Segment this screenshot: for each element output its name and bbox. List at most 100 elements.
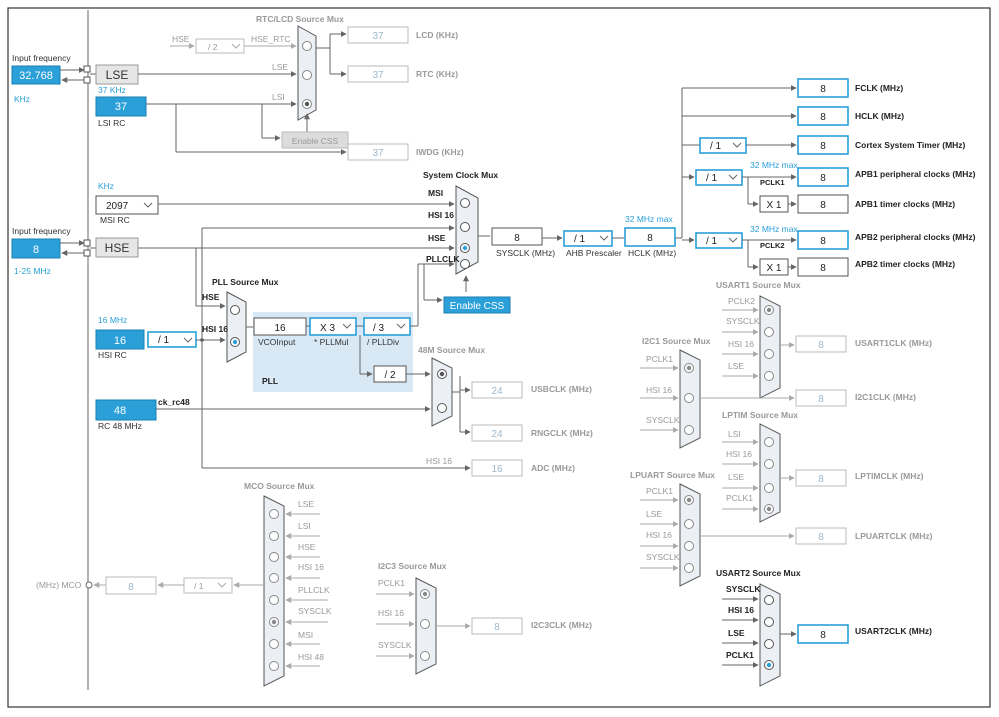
mco-lse-radio[interactable]	[269, 509, 279, 519]
apb1-timer-multiplier-value: X 1	[766, 200, 781, 211]
sysclk-mux-pllclk-radio[interactable]	[460, 259, 470, 269]
rtc-mux-lsi-label: LSI	[272, 92, 285, 102]
msi-frequency-select[interactable]	[95, 195, 159, 215]
sysclk-label: SYSCLK (MHz)	[496, 248, 555, 258]
apb1-prescaler-value: / 1	[706, 173, 718, 184]
hsi48-rc-block[interactable]	[95, 399, 157, 421]
i2c1-sysclk-radio[interactable]	[684, 425, 694, 435]
mco-divider-select[interactable]	[183, 577, 233, 594]
hsi48-rc-value: 48	[114, 405, 126, 417]
lsi-rc-block[interactable]	[95, 96, 147, 117]
sysclk-output	[491, 227, 543, 246]
apb2-timer-label: APB2 timer clocks (MHz)	[855, 259, 955, 269]
apb2-timer-value: 8	[820, 263, 826, 274]
hsi16-frequency-label: 16 MHz	[98, 315, 127, 325]
m48-mux-rc48-radio[interactable]	[437, 403, 447, 413]
usart2-hsi16-label: HSI 16	[728, 605, 754, 615]
mco-label: (MHz) MCO	[36, 580, 82, 590]
usart2-sysclk-radio[interactable]	[764, 595, 774, 605]
diagram-frame	[7, 7, 991, 708]
cortex-timer-output[interactable]	[797, 135, 849, 155]
rtc-mux-hse-radio[interactable]	[302, 41, 312, 51]
usart2-hsi16-radio[interactable]	[764, 617, 774, 627]
iwdg-clock-label: IWDG (KHz)	[416, 147, 464, 157]
i2c1-clock-value: 8	[818, 394, 824, 405]
lptim-source-mux	[759, 423, 781, 523]
rtc-clock-value: 37	[372, 70, 384, 81]
hclk-max-label: 32 MHz max	[625, 214, 673, 224]
lpuart-clock-value: 8	[818, 532, 824, 543]
fclk-output[interactable]	[797, 78, 849, 98]
pll-label: PLL	[262, 376, 278, 386]
i2c3-sysclk-radio[interactable]	[420, 651, 430, 661]
hclk-input[interactable]	[624, 227, 676, 247]
lpuart-sysclk-radio[interactable]	[684, 563, 694, 573]
usart1-hsi16-radio[interactable]	[764, 349, 774, 359]
mco-hse-radio[interactable]	[269, 552, 279, 562]
hclk-value: 8	[647, 233, 653, 244]
mco-hsi16-radio[interactable]	[269, 573, 279, 583]
cortex-timer-value: 8	[820, 141, 826, 152]
usart1-sysclk-radio[interactable]	[764, 327, 774, 337]
usart2-clock-output[interactable]	[797, 624, 849, 644]
lse-frequency-input[interactable]	[11, 65, 61, 85]
hsi16-rc-value: 16	[114, 335, 126, 347]
enable-css-lse-button[interactable]	[281, 131, 349, 149]
hclk-bus-output[interactable]	[797, 106, 849, 126]
pll-mux-title: PLL Source Mux	[212, 277, 279, 287]
mco-hsi48-radio[interactable]	[269, 661, 279, 671]
pll-mux-hsi16-label: HSI 16	[202, 324, 228, 334]
lpuart-clock-output	[795, 527, 847, 545]
i2c1-hsi16-radio[interactable]	[684, 393, 694, 403]
lpuart-sysclk-label: SYSCLK	[646, 552, 680, 562]
usart1-clock-output	[795, 335, 847, 353]
ahb-prescaler-label: AHB Prescaler	[566, 248, 622, 258]
usart1-source-mux	[759, 295, 781, 399]
hse-label: HSE	[105, 241, 130, 255]
usart1-lse-radio[interactable]	[764, 371, 774, 381]
lptim-lse-radio[interactable]	[764, 483, 774, 493]
pll-mux-hse-label: HSE	[202, 292, 220, 302]
sysclk-mux-hsi16-radio[interactable]	[460, 222, 470, 232]
lpuart-clock-label: LPUARTCLK (MHz)	[855, 531, 933, 541]
hsi16-divider-select[interactable]	[147, 331, 197, 348]
lpuart-lse-label: LSE	[646, 509, 662, 519]
apb2-peripheral-output[interactable]	[797, 230, 849, 250]
rtc-mux-lse-radio[interactable]	[302, 70, 312, 80]
hse-input-frequency-label: Input frequency	[12, 226, 71, 236]
i2c3-hsi16-radio[interactable]	[420, 619, 430, 629]
pll-mux-hse-radio[interactable]	[230, 305, 240, 315]
i2c1-clock-output	[795, 389, 847, 407]
mco-hse-label: HSE	[298, 542, 316, 552]
enable-css-hse-button[interactable]	[443, 296, 511, 314]
rtc-clock-label: RTC (KHz)	[416, 69, 458, 79]
lptim-hsi16-radio[interactable]	[764, 459, 774, 469]
sysclk-mux-hsi16-label: HSI 16	[428, 210, 454, 220]
mco-msi-label: MSI	[298, 630, 313, 640]
apb1-peripheral-output[interactable]	[797, 167, 849, 187]
mco-msi-radio[interactable]	[269, 639, 279, 649]
rtc-hse-divider-select[interactable]	[195, 38, 245, 54]
usart2-pclk1-label: PCLK1	[726, 650, 754, 660]
lse-pin-in	[83, 65, 91, 73]
lsi-rc-label: LSI RC	[98, 118, 125, 128]
lpuart-hsi16-radio[interactable]	[684, 541, 694, 551]
mco-pllclk-radio[interactable]	[269, 595, 279, 605]
lpuart-lse-radio[interactable]	[684, 519, 694, 529]
mco-lsi-label: LSI	[298, 521, 311, 531]
fclk-value: 8	[820, 84, 826, 95]
usb-clock-label: USBCLK (MHz)	[531, 384, 592, 394]
hse-frequency-input[interactable]	[11, 238, 61, 259]
cortex-timer-label: Cortex System Timer (MHz)	[855, 140, 966, 150]
mco-lsi-radio[interactable]	[269, 531, 279, 541]
hsi16-rc-block[interactable]	[95, 329, 145, 350]
rc48-label: RC 48 MHz	[98, 421, 142, 431]
lptim-lsi-radio[interactable]	[764, 437, 774, 447]
adc-hsi16-label: HSI 16	[426, 456, 452, 466]
hclk-bus-value: 8	[820, 112, 826, 123]
usart2-lse-radio[interactable]	[764, 639, 774, 649]
lptim-clock-output	[795, 469, 847, 487]
sysclk-mux-msi-radio[interactable]	[460, 198, 470, 208]
iwdg-clock-value: 37	[372, 148, 384, 159]
